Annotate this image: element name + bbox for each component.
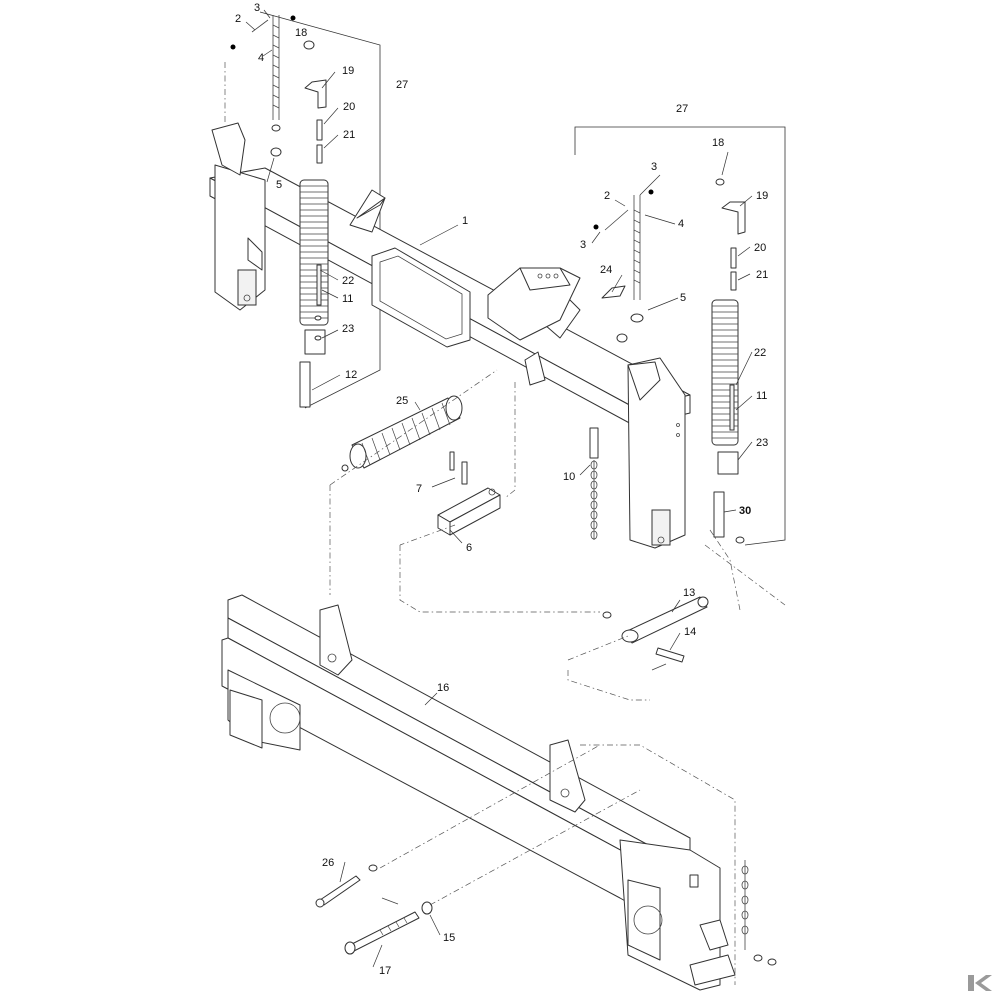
- callout-17: 17: [379, 965, 391, 977]
- callout-1: 1: [462, 215, 468, 227]
- callout-20-right: 20: [754, 242, 766, 254]
- assembly-guide-lines: [329, 369, 786, 985]
- callout-14: 14: [684, 626, 696, 638]
- callout-4-left: 4: [258, 52, 264, 64]
- left-upright-part: [211, 122, 266, 311]
- callout-22-right: 22: [754, 347, 766, 359]
- right-spring-part: [711, 299, 745, 544]
- left-adjust-rod-part: [270, 15, 282, 157]
- callout-27-left: 27: [396, 79, 408, 91]
- lower-frame-part: [221, 594, 777, 991]
- callout-dots: [230, 15, 654, 230]
- callout-2-right: 2: [604, 190, 610, 202]
- callout-11-right: 11: [756, 390, 767, 402]
- axle-rod-part: [344, 897, 433, 955]
- callout-25: 25: [396, 395, 408, 407]
- callout-16: 16: [437, 682, 449, 694]
- chain-part: [589, 427, 599, 540]
- callout-2-left: 2: [235, 13, 241, 25]
- link-arm-part: [602, 596, 709, 644]
- callout-11-left: 11: [342, 293, 353, 305]
- right-adjust-rod-part: [604, 195, 644, 343]
- long-bolt-part: [315, 864, 378, 908]
- callout-10: 10: [563, 471, 575, 483]
- callout-5-right: 5: [680, 292, 686, 304]
- right-upright-part: [627, 357, 686, 549]
- callout-23-right: 23: [756, 437, 768, 449]
- right-hardware-part: [601, 178, 746, 299]
- callout-6: 6: [466, 542, 472, 554]
- callout-19-left: 19: [342, 65, 354, 77]
- callout-7: 7: [416, 483, 422, 495]
- assembly-bracket-27-right: [574, 126, 786, 546]
- callout-21-right: 21: [756, 269, 768, 281]
- left-hardware-part: [251, 19, 327, 164]
- callout-19-right: 19: [756, 190, 768, 202]
- left-spring-part: [299, 179, 329, 408]
- callout-3-right-bottom: 3: [580, 239, 586, 251]
- callout-21-left: 21: [343, 129, 355, 141]
- callout-18-left: 18: [295, 27, 307, 39]
- callout-22-left: 22: [342, 275, 354, 287]
- callout-3-right-top: 3: [651, 161, 657, 173]
- callout-13: 13: [683, 587, 695, 599]
- callout-labels: 2 3 4 18 19 27 20 21 5 1 22 11 23 12 27 …: [235, 2, 768, 977]
- pin-part: [449, 451, 468, 485]
- callout-23-left: 23: [342, 323, 354, 335]
- callout-15: 15: [443, 932, 455, 944]
- main-crossbeam-part: [209, 167, 691, 427]
- clevis-part: [437, 487, 501, 536]
- callout-20-left: 20: [343, 101, 355, 113]
- callout-12: 12: [345, 369, 357, 381]
- callout-5-left: 5: [276, 179, 282, 191]
- k-logo-icon: [966, 972, 994, 994]
- callout-27-right: 27: [676, 103, 688, 115]
- callout-18-right: 18: [712, 137, 724, 149]
- callout-leaders: [245, 9, 753, 968]
- callout-30: 30: [739, 505, 751, 517]
- callout-26: 26: [322, 857, 334, 869]
- callout-3-left: 3: [254, 2, 260, 14]
- link-pin-part: [651, 647, 685, 671]
- roller-part: [341, 395, 463, 472]
- callout-4-right: 4: [678, 218, 684, 230]
- callout-24: 24: [600, 264, 612, 276]
